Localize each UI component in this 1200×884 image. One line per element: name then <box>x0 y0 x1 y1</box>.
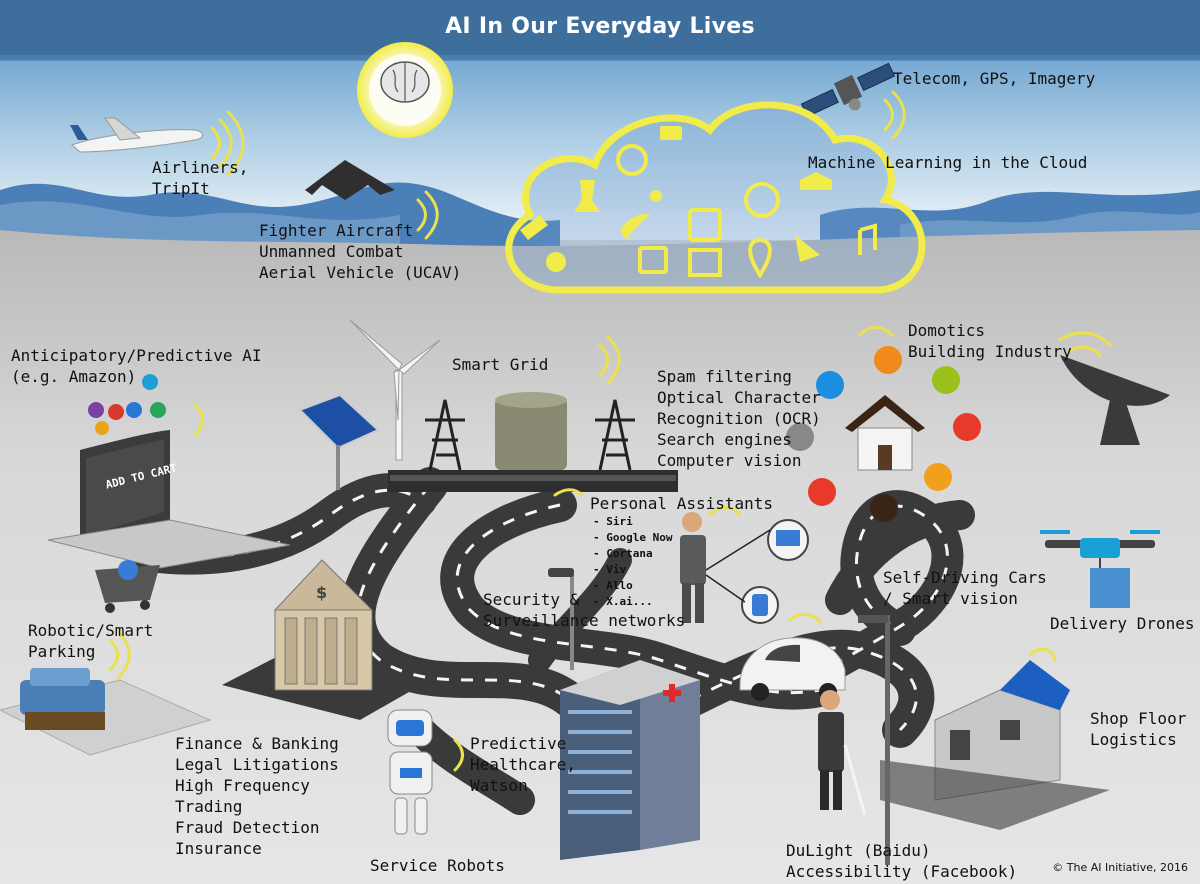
parking-car-icon <box>0 668 212 756</box>
finance-banking-label: Finance & Banking Legal Litigations High… <box>175 734 339 858</box>
ml-cloud-label: Machine Learning in the Cloud <box>808 153 1088 172</box>
svg-text:$: $ <box>316 583 327 602</box>
wind-turbine-icon <box>349 319 441 461</box>
predictive-healthcare-label: Predictive Healthcare, Watson <box>470 734 576 795</box>
delivery-drones-label: Delivery Drones <box>1050 614 1195 633</box>
telecom-label: Telecom, GPS, Imagery <box>893 69 1096 88</box>
cloud-icon <box>505 101 926 294</box>
fighter-aircraft-label: Fighter Aircraft Unmanned Combat Aerial … <box>259 221 462 282</box>
satellite-icon <box>800 62 896 118</box>
service-robots-label: Service Robots <box>370 856 505 875</box>
power-grid-icon <box>388 392 678 492</box>
security-surveillance-label: Security & Surveillance networks <box>483 590 686 630</box>
brain-icon <box>380 61 430 103</box>
house-icon <box>845 395 925 471</box>
hospital-icon <box>560 660 700 860</box>
shopping-cart-icon <box>95 560 160 613</box>
anticipatory-ai-label: Anticipatory/Predictive AI (e.g. Amazon) <box>11 346 262 386</box>
stealth-bomber-icon <box>305 160 395 200</box>
domotics-icons <box>786 346 981 522</box>
robot-icon <box>387 709 433 835</box>
app-icons-cluster <box>88 374 166 435</box>
page-title: AI In Our Everyday Lives <box>445 14 755 39</box>
factory-icon <box>880 660 1110 830</box>
smartphone-icon <box>741 586 779 624</box>
title-bar <box>0 0 1200 60</box>
satellite-dish-icon <box>1060 355 1170 445</box>
laptop-bubble-icon <box>767 519 809 561</box>
laptop-icon <box>47 430 291 569</box>
airliners-label: Airliners, TripIt <box>152 158 249 198</box>
security-camera-icon <box>548 568 574 670</box>
drone-icon <box>1040 530 1160 608</box>
dulight-accessibility-label: DuLight (Baidu) Accessibility (Facebook) <box>786 841 1018 881</box>
blind-person-icon <box>818 690 867 816</box>
bank-icon: $ <box>222 559 430 720</box>
copyright-notice: © The AI Initiative, 2016 <box>1052 861 1188 874</box>
airplane-icon <box>70 117 203 153</box>
assistants-list: - Siri - Google Now - Cortana - Viv - Al… <box>593 515 673 608</box>
robotic-parking-label: Robotic/Smart Parking <box>28 621 154 661</box>
wifi-signal-icons <box>108 90 1112 772</box>
spam-filtering-label: Spam filtering Optical Character Recogni… <box>657 367 821 470</box>
smart-grid-label: Smart Grid <box>452 355 549 374</box>
businessman-icon <box>680 512 706 623</box>
self-driving-cars-label: Self-Driving Cars / Smart vision <box>883 568 1047 608</box>
solar-panel-icon <box>298 393 380 490</box>
domotics-label: Domotics Building Industry <box>908 321 1072 361</box>
personal-assistants-label: Personal Assistants <box>590 494 774 513</box>
shop-floor-logistics-label: Shop Floor Logistics <box>1090 709 1187 749</box>
